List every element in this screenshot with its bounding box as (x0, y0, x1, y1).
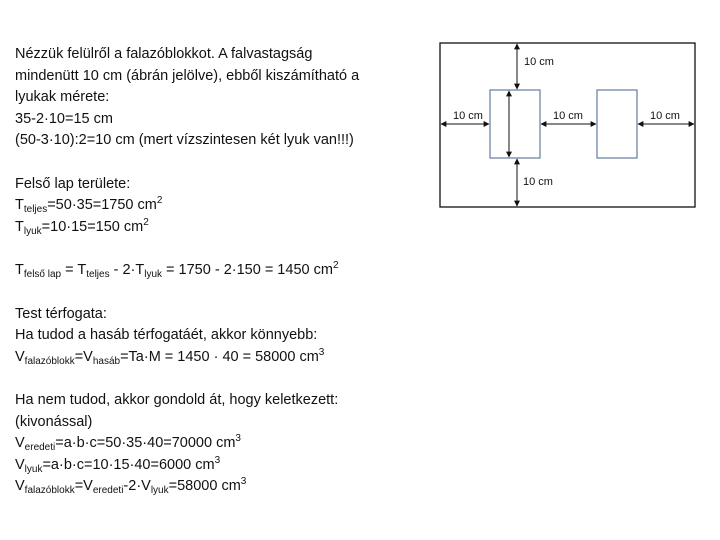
alt-block-volume: Vfalazóblokk=Veredeti-2·Vlyuk=58000 cm3 (15, 476, 247, 496)
top-wall-label: 10 cm (524, 56, 554, 68)
top-face-area: Tfelső lap = Tteljes - 2·Tlyuk = 1750 - … (15, 260, 339, 280)
block-outline (439, 42, 696, 208)
hole-right (596, 89, 638, 159)
alt-line-1: Ha nem tudod, akkor gondold át, hogy kel… (15, 392, 339, 408)
intro-line-5: (50-3·10):2=10 cm (mert vízszintesen két… (15, 132, 354, 148)
volume-line-1: Ha tudod a hasáb térfogatáét, akkor könn… (15, 327, 318, 343)
intro-line-4: 35-2·10=15 cm (15, 110, 113, 127)
alt-original-volume: Veredeti=a·b·c=50·35·40=70000 cm3 (15, 433, 241, 453)
volume-formula: Vfalazóblokk=Vhasáb=Ta·M = 1450 · 40 = 5… (15, 346, 325, 367)
area-heading: Felső lap területe: (15, 175, 131, 192)
alt-line-2: (kivonással) (15, 413, 93, 430)
area-total: Tteljes=50·35=1750 cm2 (15, 195, 163, 215)
intro-line-3: lyukak mérete: (15, 89, 110, 105)
hole-left (489, 89, 541, 159)
left-wall-label: 10 cm (453, 110, 483, 122)
volume-heading: Test térfogata: (15, 305, 107, 322)
alt-hole-volume: Vlyuk=a·b·c=10·15·40=6000 cm3 (15, 454, 221, 475)
solution-text: Nézzük felülről a falazóblokkot. A falva… (15, 44, 425, 498)
right-wall-label: 10 cm (650, 110, 680, 122)
middle-wall-label: 10 cm (553, 110, 583, 122)
intro-line-1: Nézzük felülről a falazóblokkot. A falva… (15, 46, 313, 62)
bottom-wall-label: 10 cm (523, 176, 553, 188)
area-hole: Tlyuk=10·15=150 cm2 (15, 216, 149, 237)
intro-line-2: mindenütt 10 cm (ábrán jelölve), ebből k… (15, 67, 360, 84)
